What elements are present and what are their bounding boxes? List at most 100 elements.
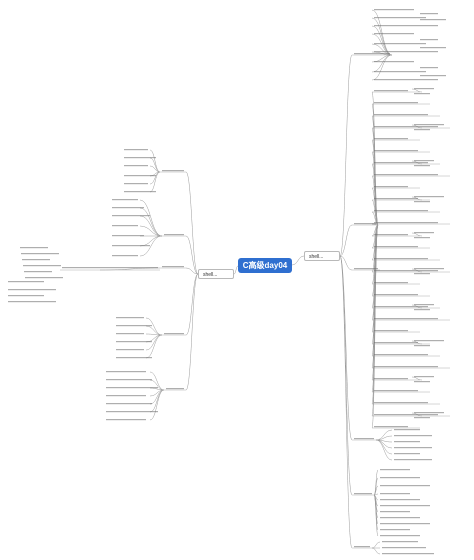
connector-line [371, 541, 381, 549]
leaf-label-placeholder [394, 447, 432, 449]
connector-line [139, 199, 163, 237]
center-to-right-branch-line [291, 255, 305, 266]
leaf-label-placeholder [112, 215, 150, 217]
leaf-label-placeholder [414, 376, 434, 378]
leaf-label-placeholder [394, 453, 420, 455]
leaf-label-placeholder [106, 395, 146, 397]
leaf-label-placeholder [374, 342, 418, 344]
connector-line [185, 267, 199, 275]
leaf-label-placeholder [374, 282, 408, 284]
connector-line [371, 547, 381, 555]
leaf-label-placeholder [420, 13, 438, 15]
leaf-label-placeholder [414, 273, 430, 275]
leaf-label-placeholder [106, 403, 152, 405]
connector-line [371, 33, 393, 56]
leaf-label-placeholder [124, 175, 156, 177]
leaf-label-placeholder [374, 210, 428, 212]
connector-line [185, 273, 199, 391]
leaf-label-placeholder [374, 162, 428, 164]
leaf-label-placeholder [374, 318, 438, 320]
leaf-label-placeholder [374, 294, 418, 296]
leaf-label-placeholder [380, 485, 430, 487]
leaf-label-placeholder [374, 51, 438, 53]
leaf-label-placeholder [374, 246, 418, 248]
leaf-label-placeholder [380, 535, 420, 537]
connector-line [139, 235, 163, 247]
right-topic-label [354, 223, 376, 225]
branch-right-topic[interactable]: shell... [304, 251, 340, 261]
far-left-label [23, 265, 61, 267]
leaf-label-placeholder [112, 225, 138, 227]
connector-line [371, 54, 393, 73]
leaf-label-placeholder [374, 17, 426, 19]
leaf-label-placeholder [382, 547, 426, 549]
far-left-label [22, 259, 50, 261]
left-topic-label [164, 234, 184, 236]
leaf-label-placeholder [414, 165, 430, 167]
leaf-label-placeholder [374, 90, 408, 92]
branch-left-topic[interactable]: shell... [198, 269, 234, 279]
left-long-label [62, 267, 158, 269]
leaf-label-placeholder [374, 25, 438, 27]
connector-line [139, 215, 163, 237]
leaf-label-placeholder [414, 160, 434, 162]
leaf-label-placeholder [380, 505, 430, 507]
connector-line [339, 255, 353, 496]
leaf-label-placeholder [112, 207, 144, 209]
leaf-label-placeholder [374, 198, 418, 200]
connector-line [375, 429, 393, 441]
leaf-label-placeholder [382, 541, 418, 543]
connector-line [185, 273, 199, 336]
central-topic[interactable]: C高级day04 [238, 258, 292, 273]
leaf-label-placeholder [124, 149, 148, 151]
connector-line [139, 207, 163, 237]
leaf-label-placeholder [106, 379, 152, 381]
leaf-label-placeholder [374, 234, 408, 236]
leaf-label-placeholder [374, 414, 438, 416]
right-topic-label [354, 546, 370, 548]
leaf-label-placeholder [374, 366, 438, 368]
leaf-label-placeholder [414, 381, 430, 383]
connector-line [339, 255, 353, 549]
leaf-label-placeholder [374, 114, 428, 116]
leaf-labels [8, 9, 446, 555]
connector-line [371, 199, 379, 226]
leaf-label-placeholder [394, 429, 420, 431]
connector-line [371, 211, 379, 226]
leaf-label-placeholder [124, 165, 148, 167]
connector-line [339, 54, 353, 257]
connector-line [185, 235, 199, 275]
leaf-label-placeholder [374, 378, 408, 380]
leaf-label-placeholder [374, 354, 428, 356]
connector-line [149, 371, 165, 391]
far-left-note [8, 295, 44, 297]
right-topic-label [354, 53, 390, 55]
leaf-label-placeholder [374, 306, 428, 308]
connector-line [375, 439, 393, 461]
leaf-label-placeholder [112, 255, 138, 257]
leaf-label-placeholder [414, 237, 430, 239]
leaf-label-placeholder [374, 222, 438, 224]
leaf-label-placeholder [374, 33, 414, 35]
leaf-label-placeholder [414, 340, 444, 342]
connector-line [149, 165, 161, 173]
leaf-label-placeholder [106, 387, 158, 389]
right-topic-label [354, 438, 374, 440]
connector-line [139, 225, 163, 237]
leaf-label-placeholder [116, 317, 144, 319]
leaf-label-placeholder [374, 126, 438, 128]
leaf-label-placeholder [380, 477, 420, 479]
connector-line [139, 235, 163, 257]
leaf-label-placeholder [394, 459, 432, 461]
leaf-label-placeholder [116, 341, 152, 343]
leaf-label-placeholder [374, 390, 418, 392]
connector-line [149, 389, 165, 405]
right-topic-label [354, 268, 378, 270]
leaf-label-placeholder [124, 157, 156, 159]
leaf-label-placeholder [380, 493, 410, 495]
leaf-label-placeholder [112, 245, 150, 247]
leaf-label-placeholder [112, 235, 144, 237]
leaf-label-placeholder [380, 529, 410, 531]
left-topic-label [164, 333, 184, 335]
far-left-label [25, 277, 63, 279]
